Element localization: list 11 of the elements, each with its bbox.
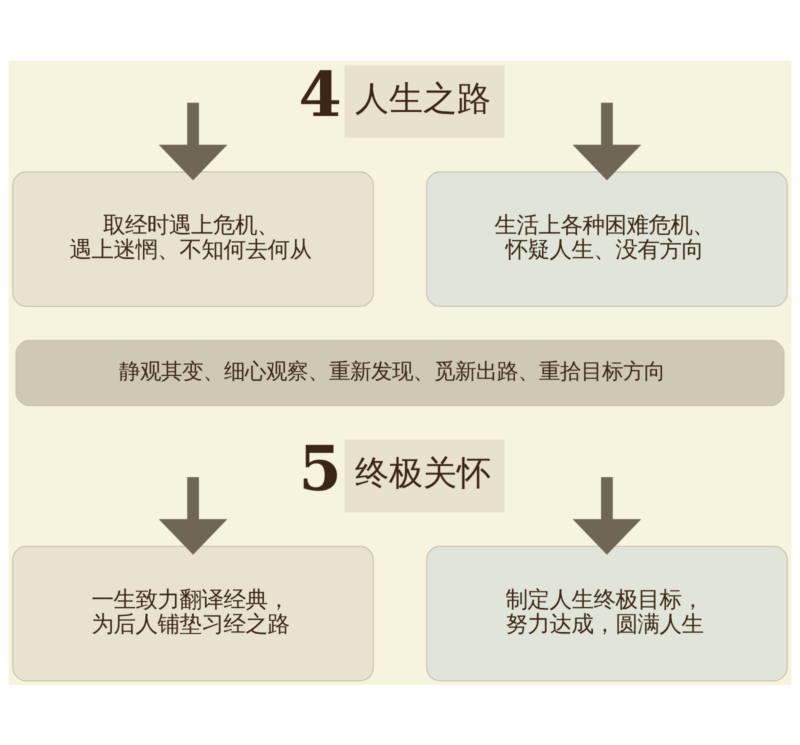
arrow <box>158 476 228 554</box>
node-box: 生活上各种困难危机、怀疑人生、没有方向 <box>426 170 788 306</box>
node-box: 制定人生终极目标，努力达成，圆满人生 <box>426 545 788 681</box>
node-box: 取经时遇上危机、遇上迷惘、不知何去何从 <box>12 170 374 306</box>
arrow <box>158 102 228 180</box>
node-label: 5 <box>298 432 342 505</box>
node-box: 静观其变、细心观察、重新发现、觅新出路、重拾目标方向 <box>15 339 785 406</box>
node-label: 4 <box>298 57 342 130</box>
arrow <box>572 102 642 180</box>
arrow <box>572 476 642 554</box>
node-box: 一生致力翻译经典，为后人铺垫习经之路 <box>12 545 374 681</box>
